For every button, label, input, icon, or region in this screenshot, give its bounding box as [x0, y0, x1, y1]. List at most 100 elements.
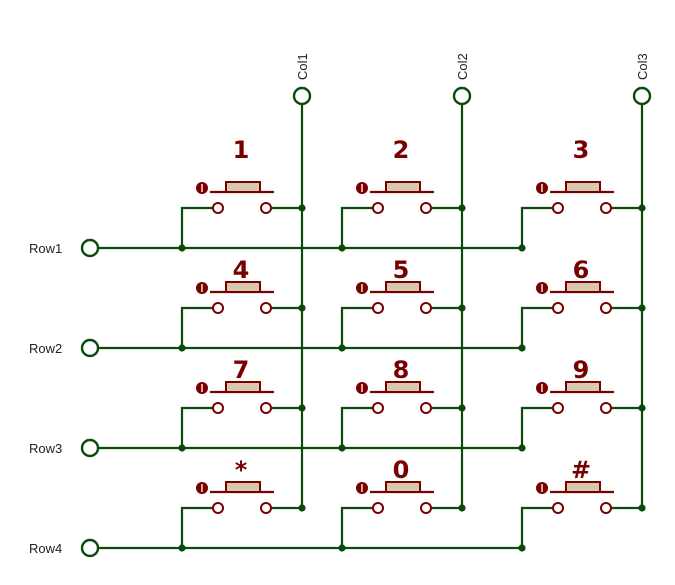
junction-row-r3c3: [518, 444, 526, 452]
button-cap-r3c1: [225, 381, 261, 393]
key-drop-r4c1: [180, 506, 214, 548]
contact-right-r3c3: [600, 402, 612, 414]
button-cap-r4c1: [225, 481, 261, 493]
contact-left-r3c3: [552, 402, 564, 414]
contact-right-r2c2: [420, 302, 432, 314]
contact-right-r2c1: [260, 302, 272, 314]
key-label-5: 5: [393, 256, 410, 284]
key-label-7: 7: [233, 356, 250, 384]
key-label-1: 1: [233, 136, 250, 164]
contact-right-r3c2: [420, 402, 432, 414]
key-label-6: 6: [573, 256, 590, 284]
button-cap-r2c2: [385, 281, 421, 293]
junction-col-r3c2: [458, 404, 466, 412]
contact-right-r4c1: [260, 502, 272, 514]
junction-col-r4c3: [638, 504, 646, 512]
junction-row-r2c3: [518, 344, 526, 352]
button-cap-r1c3: [565, 181, 601, 193]
button-cap-r3c2: [385, 381, 421, 393]
key-label-2: 2: [393, 136, 410, 164]
button-cap-r3c3: [565, 381, 601, 393]
junction-row-r1c3: [518, 244, 526, 252]
junction-col-r4c1: [298, 504, 306, 512]
column-port-3: [632, 86, 652, 106]
wire-layer: [98, 104, 646, 552]
junction-col-r3c1: [298, 404, 306, 412]
junction-col-r1c1: [298, 204, 306, 212]
button-cap-r4c3: [565, 481, 601, 493]
key-drop-r3c3: [520, 406, 554, 448]
contact-right-r1c1: [260, 202, 272, 214]
row-port-4: [80, 538, 100, 558]
col-label-col2: Col2: [455, 53, 470, 80]
contact-left-r1c1: [212, 202, 224, 214]
label-layer: Col1 Col2 Col3 Row1 Row2 Row3 Row4 1 2 3…: [29, 53, 650, 556]
junction-row-r3c2: [338, 444, 346, 452]
button-cap-r2c1: [225, 281, 261, 293]
contact-left-r1c2: [372, 202, 384, 214]
row-port-2: [80, 338, 100, 358]
contact-left-r2c1: [212, 302, 224, 314]
contact-left-r3c1: [212, 402, 224, 414]
contact-left-r1c3: [552, 202, 564, 214]
key-drop-r3c2: [340, 406, 374, 448]
contact-left-r4c1: [212, 502, 224, 514]
junction-col-r1c2: [458, 204, 466, 212]
port-layer: [80, 86, 652, 558]
row-label-row2: Row2: [29, 341, 62, 356]
button-cap-r1c1: [225, 181, 261, 193]
junction-col-r2c1: [298, 304, 306, 312]
col-label-col1: Col1: [295, 53, 310, 80]
junction-row-r4c3: [518, 544, 526, 552]
junction-col-r3c3: [638, 404, 646, 412]
key-drop-r2c1: [180, 306, 214, 348]
key-label-3: 3: [573, 136, 590, 164]
contact-right-r1c2: [420, 202, 432, 214]
button-cap-r2c3: [565, 281, 601, 293]
junction-row-r4c2: [338, 544, 346, 552]
junction-row-r4c1: [178, 544, 186, 552]
junction-col-r1c3: [638, 204, 646, 212]
button-layer: [196, 181, 614, 514]
row-port-1: [80, 238, 100, 258]
key-label-4: 4: [233, 256, 250, 284]
row-label-row3: Row3: [29, 441, 62, 456]
junction-row-r1c1: [178, 244, 186, 252]
contact-right-r1c3: [600, 202, 612, 214]
junction-row-r3c1: [178, 444, 186, 452]
contact-left-r4c2: [372, 502, 384, 514]
key-drop-r2c2: [340, 306, 374, 348]
contact-left-r2c2: [372, 302, 384, 314]
button-cap-r1c2: [385, 181, 421, 193]
row-label-row4: Row4: [29, 541, 62, 556]
key-drop-r1c1: [180, 206, 214, 248]
junction-col-r2c3: [638, 304, 646, 312]
key-label-star: *: [235, 456, 248, 484]
key-drop-r1c2: [340, 206, 374, 248]
junction-col-r2c2: [458, 304, 466, 312]
key-label-hash: #: [571, 456, 591, 484]
column-port-2: [452, 86, 472, 106]
key-drop-r1c3: [520, 206, 554, 248]
key-drop-r4c2: [340, 506, 374, 548]
key-drop-r3c1: [180, 406, 214, 448]
button-cap-r4c2: [385, 481, 421, 493]
row-label-row1: Row1: [29, 241, 62, 256]
key-drop-r2c3: [520, 306, 554, 348]
contact-right-r4c3: [600, 502, 612, 514]
junction-row-r2c2: [338, 344, 346, 352]
col-label-col3: Col3: [635, 53, 650, 80]
junction-row-r2c1: [178, 344, 186, 352]
contact-left-r2c3: [552, 302, 564, 314]
column-port-1: [292, 86, 312, 106]
key-label-9: 9: [573, 356, 590, 384]
row-port-3: [80, 438, 100, 458]
key-label-0: 0: [393, 456, 410, 484]
contact-right-r4c2: [420, 502, 432, 514]
contact-left-r3c2: [372, 402, 384, 414]
key-drop-r4c3: [520, 506, 554, 548]
junction-col-r4c2: [458, 504, 466, 512]
contact-right-r3c1: [260, 402, 272, 414]
contact-right-r2c3: [600, 302, 612, 314]
